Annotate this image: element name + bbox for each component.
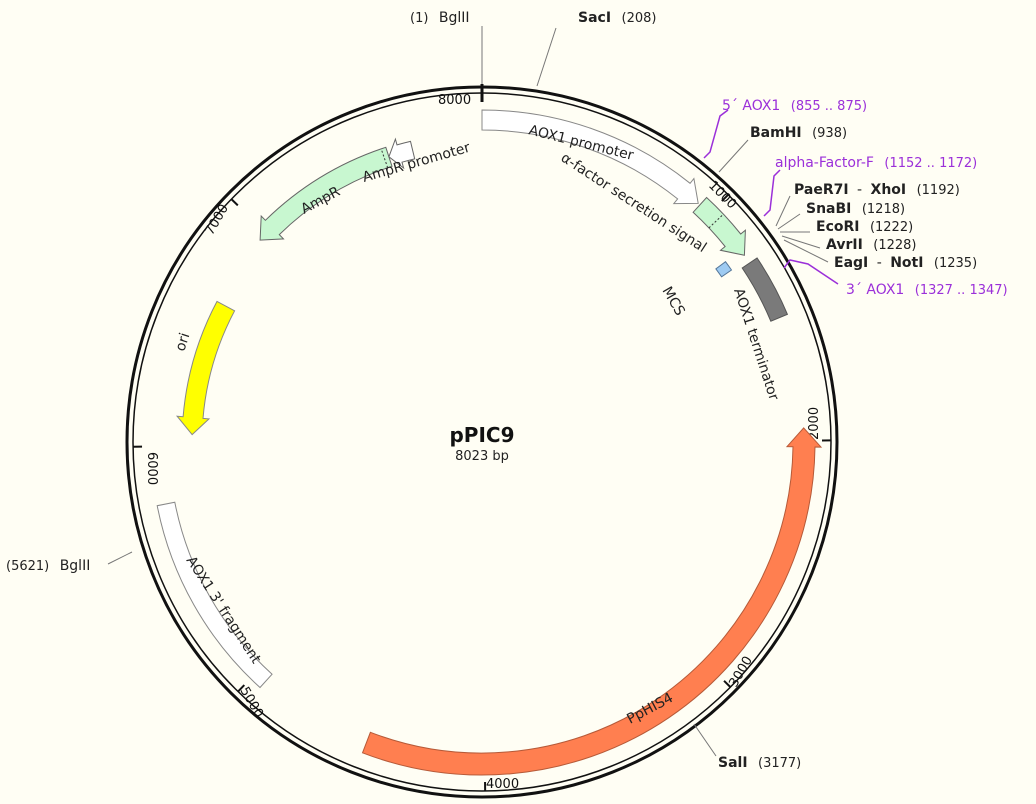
leader-bglii-5621 (107, 551, 133, 565)
tick-label-2000: 2000 (807, 407, 822, 440)
site-pos: (1192) (917, 183, 960, 198)
site-name: EagI (834, 255, 868, 271)
primer-mark-alpha-factor-f (763, 169, 781, 217)
feature-mcs[interactable] (715, 260, 733, 278)
site-leaders (107, 26, 829, 757)
site-bamhi[interactable]: BamHI (938) (750, 125, 847, 141)
site-alpha-factor-f[interactable]: alpha-Factor-F (1152 .. 1172) (775, 155, 977, 171)
feature-pphis4[interactable] (361, 427, 823, 776)
tick-mark-1000 (721, 193, 729, 202)
site-name-2: NotI (890, 255, 923, 271)
leader-bamhi (718, 139, 749, 173)
plasmid-length: 8023 bp (455, 449, 509, 464)
site-snabi[interactable]: SnaBI (1218) (806, 201, 905, 217)
site-name: BglII (60, 558, 91, 574)
site-name-2: XhoI (871, 182, 907, 198)
site-name: SalI (718, 755, 748, 771)
site-5-aox1[interactable]: 5´ AOX1 (855 .. 875) (722, 98, 867, 114)
site-ecori[interactable]: EcoRI (1222) (816, 219, 913, 235)
primer-mark-5-aox1 (703, 109, 729, 159)
feature-junction-alpha-factor (708, 213, 724, 229)
feature-aox1-terminator[interactable] (741, 257, 789, 322)
site-sep: - (857, 182, 862, 198)
feature-junction-ampr (380, 148, 389, 168)
tick-label-8000: 8000 (438, 93, 471, 108)
site-pos: (208) (622, 11, 657, 26)
tick-label-4000: 4000 (486, 777, 519, 792)
site-pos: (938) (812, 126, 847, 141)
leader-paer7i (775, 195, 791, 227)
site-pos: (1228) (873, 238, 916, 253)
leader-sali (693, 723, 717, 757)
site-3-aox1[interactable]: 3´ AOX1 (1327 .. 1347) (846, 282, 1008, 298)
site-pos: (3177) (758, 756, 801, 771)
site-pos: (1327 .. 1347) (915, 283, 1008, 298)
site-pos: (1235) (934, 256, 977, 271)
site-avrii[interactable]: AvrII (1228) (826, 237, 916, 253)
site-name: EcoRI (816, 219, 859, 235)
leader-saci (536, 27, 557, 87)
site-pos: (1) (410, 11, 428, 26)
site-bglii-5621[interactable]: (5621) BglII (6, 558, 90, 574)
feature-label-mcs: MCS (659, 284, 688, 319)
feature-alpha-factor[interactable] (692, 196, 746, 256)
site-paer7i-xhoi[interactable]: PaeR7I - XhoI (1192) (794, 182, 960, 198)
site-name: BamHI (750, 125, 802, 141)
site-sep: - (877, 255, 882, 271)
site-name: BglII (439, 10, 470, 26)
feature-label-ori: ori (173, 331, 194, 353)
primer-mark-3-aox1 (783, 259, 839, 285)
site-pos: (1218) (862, 202, 905, 217)
site-name: 5´ AOX1 (722, 98, 780, 114)
tick-mark-7000 (230, 198, 239, 207)
feature-aox1-3-fragment[interactable] (156, 501, 273, 689)
feature-ampr-promoter[interactable] (388, 137, 416, 170)
site-pos: (5621) (6, 559, 49, 574)
primer-marks (703, 109, 839, 285)
site-name: AvrII (826, 237, 863, 253)
leader-snabi (777, 213, 801, 230)
plasmid-name: pPIC9 (449, 423, 514, 447)
tick-mark-3000 (723, 680, 732, 688)
tick-label-6000: 6000 (144, 452, 159, 485)
tick-mark-5000 (237, 684, 246, 693)
feature-ori[interactable] (175, 300, 236, 436)
site-eagi-noti[interactable]: EagI - NotI (1235) (834, 255, 977, 271)
site-name: alpha-Factor-F (775, 155, 874, 171)
feature-aox1-promoter[interactable] (481, 109, 699, 205)
site-name: SnaBI (806, 201, 851, 217)
site-saci[interactable]: SacI (208) (578, 10, 656, 26)
feature-layer (133, 109, 832, 791)
site-name: 3´ AOX1 (846, 282, 904, 298)
site-pos: (1152 .. 1172) (884, 156, 977, 171)
site-pos: (1222) (870, 220, 913, 235)
site-sali[interactable]: SalI (3177) (718, 755, 801, 771)
site-name: SacI (578, 10, 611, 26)
site-pos: (855 .. 875) (791, 99, 867, 114)
site-bglii-1[interactable]: (1) BglII (410, 10, 470, 26)
site-name: PaeR7I (794, 182, 849, 198)
leader-avrii (781, 235, 821, 249)
leader-eagi (783, 239, 829, 263)
